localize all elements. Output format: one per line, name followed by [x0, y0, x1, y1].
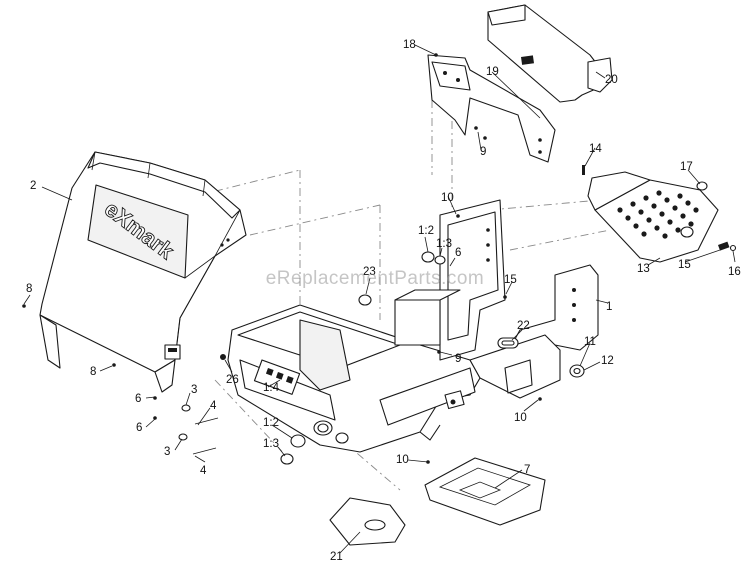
- callout-1-2-upper: 1:2: [418, 225, 434, 237]
- leader-lines: [23, 44, 736, 554]
- part-1-2-bushing-lower: [290, 434, 306, 448]
- callout-22: 22: [517, 320, 530, 332]
- part-17-cap: [696, 181, 708, 191]
- part-16-bolt: [729, 244, 737, 252]
- platform-holes: [617, 190, 699, 239]
- callout-14: 15: [504, 274, 517, 286]
- part-12-foot-platform: [587, 171, 719, 263]
- callout-7: 7: [524, 464, 530, 476]
- callout-18: 18: [403, 39, 416, 51]
- callout-2: 2: [30, 180, 36, 192]
- callout-6-left: 8: [26, 283, 32, 295]
- callout-1: 1: [606, 301, 612, 313]
- callout-26: 26: [226, 374, 239, 386]
- callout-6-lower: 8: [90, 366, 96, 378]
- callout-5-left: 6: [135, 393, 141, 405]
- callout-4-upper: 4: [210, 400, 217, 412]
- callout-1-2-lower: 1:2: [263, 417, 279, 429]
- control-panel: [164, 344, 181, 360]
- part-26-fitting: [220, 354, 226, 360]
- callout-9-lower: 10: [396, 454, 409, 466]
- callout-1-3-upper: 1:3: [436, 238, 452, 250]
- part-23-bushing: [358, 294, 372, 306]
- callout-3-upper: 3: [191, 384, 197, 396]
- callout-23: 23: [363, 266, 376, 278]
- part-main-frame: [227, 304, 481, 453]
- callout-10: 11: [584, 336, 596, 348]
- callout-1-3-lower: 1:3: [263, 438, 279, 450]
- callout-17: 17: [680, 161, 693, 173]
- callout-3-lower: 3: [164, 446, 170, 458]
- callout-20: 20: [605, 74, 618, 86]
- callout-5-upper: 6: [455, 247, 461, 259]
- part-center-upright: [394, 199, 506, 361]
- part-front-console: eXmark: [39, 151, 247, 393]
- callout-15: 15: [678, 259, 691, 271]
- callout-19: 19: [486, 66, 499, 78]
- callout-9-right: 10: [514, 412, 527, 424]
- callout-16: 16: [728, 266, 741, 278]
- part-21-guard: [329, 497, 406, 546]
- callout-1-4: 1:4: [263, 382, 280, 394]
- callout-13: 14: [589, 143, 602, 155]
- part-20-seat-pan: [487, 4, 613, 103]
- callout-21: 21: [330, 551, 343, 563]
- part-1-3-bushing-lower: [280, 453, 294, 465]
- part-1-3-bushing-upper: [434, 255, 446, 265]
- part-frame-extension: [469, 334, 561, 399]
- callout-5-lower: 6: [136, 422, 142, 434]
- callout-8-center: 9: [455, 353, 461, 365]
- callout-8-upper: 9: [480, 146, 486, 158]
- part-13-pin: [582, 165, 585, 175]
- callout-labels: 2 8 8 6 6 3 3 4 4 26 1:4 1:2 1:3 23 1:2 …: [26, 39, 741, 563]
- callout-11: 12: [601, 355, 614, 367]
- part-10-11-spacer: [569, 364, 585, 378]
- part-15-spring: [718, 241, 730, 251]
- callout-9-upper: 10: [441, 192, 454, 204]
- part-22-bushing: [497, 337, 519, 349]
- callout-4-lower: 4: [200, 465, 207, 477]
- part-18-19-upper-bracket: [427, 54, 556, 163]
- part-1-2-bushing-upper: [421, 251, 435, 263]
- callout-12: 13: [637, 263, 650, 275]
